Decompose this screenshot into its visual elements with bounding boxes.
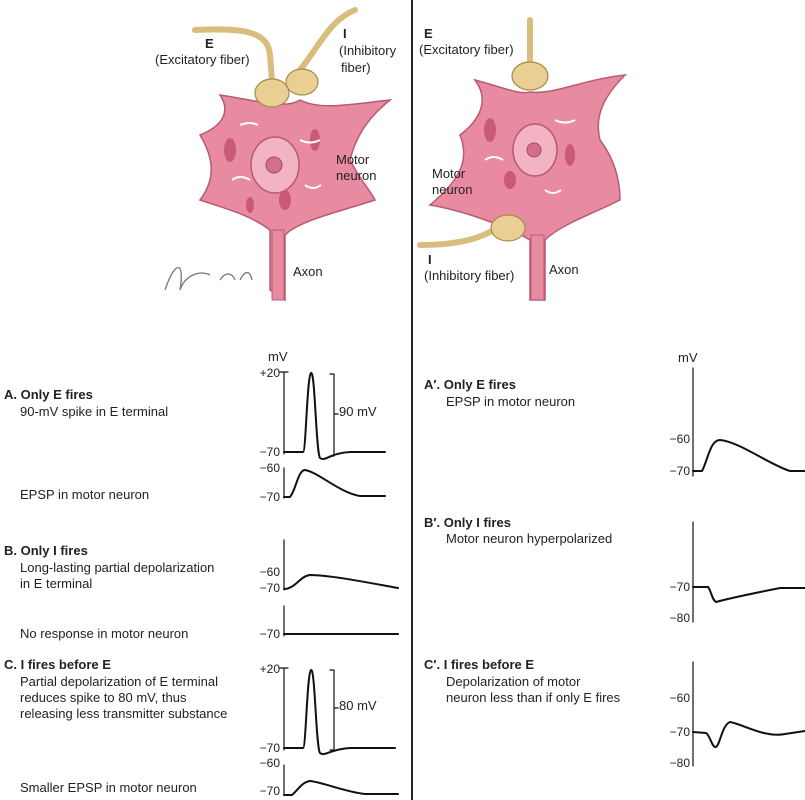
left-motor-label-1: Motor [336,152,370,167]
panel-a-spike-trace [283,371,386,460]
left-organelle [310,129,320,151]
panel-c-prime-tick-m70: −70 [669,725,690,739]
panel-c-prime-line2: neuron less than if only E fires [446,690,621,705]
panel-c-spike-label: 80 mV [339,698,377,713]
panel-a-prime-title: A′. Only E fires [424,377,516,392]
panel-b-tick-m60: −60 [259,565,280,579]
left-axon [271,229,285,301]
panel-c-line4: Smaller EPSP in motor neuron [20,780,197,795]
panel-a-tick-m60: −60 [259,461,280,475]
panel-c-spike-bracket [329,669,339,751]
left-inhibitory-fiber [297,7,358,73]
left-e-letter: E [205,36,214,51]
right-inhibitory-fiber [417,222,503,248]
panel-c-prime-line1: Depolarization of motor [446,674,581,689]
panel-a-prime-tick-m70: −70 [669,464,690,478]
right-cell-body [428,74,628,301]
panel-b-prime-hyper-trace [692,586,805,603]
left-er [231,122,322,189]
panel-b-prime-tick-m80: −80 [669,611,690,625]
panel-b-line2: in E terminal [20,576,93,591]
left-e-label: (Excitatory fiber) [155,52,250,67]
panel-b-tick-m70: −70 [259,581,280,595]
voltage-traces [279,367,805,796]
panel-a-prime-epsp-trace [692,439,805,472]
panel-b-terminal-trace [283,574,399,590]
right-axon-label: Axon [549,262,579,277]
right-inhibitory-terminal [490,214,526,242]
left-signature [164,267,253,291]
left-nucleolus [265,156,283,174]
right-organelle [565,144,575,166]
left-axon-label: Axon [293,264,323,279]
panel-b-line3: No response in motor neuron [20,626,189,641]
left-excitatory-fiber [192,26,275,83]
panel-c-tick-m70-top: −70 [259,741,280,755]
right-motor-label-2: neuron [432,182,473,197]
right-organelle [484,118,496,142]
left-i-label-2: fiber) [341,60,371,75]
right-er [484,119,576,194]
panel-c-terminal-axis [279,667,289,751]
left-inhibitory-terminal [285,68,319,96]
panel-c-line2: reduces spike to 80 mV, thus [20,690,187,705]
panel-c-epsp-trace [283,780,399,796]
right-nucleolus [526,142,542,158]
panel-c-prime-title: C′. I fires before E [424,657,535,672]
panel-a-prime-line1: EPSP in motor neuron [446,394,576,409]
panel-a-line1: 90-mV spike in E terminal [20,404,169,419]
panel-a-epsp-trace [283,469,386,498]
panel-c-prime-tick-m80: −80 [669,756,690,770]
panel-a-prime-unit: mV [678,350,698,365]
panel-b-title: B. Only I fires [4,543,88,558]
left-organelle [279,190,291,210]
panel-a-prime-tick-m60: −60 [669,432,690,446]
panel-b-prime-tick-m70: −70 [669,580,690,594]
right-e-label: (Excitatory fiber) [419,42,514,57]
panel-b-prime-line1: Motor neuron hyperpolarized [446,531,613,546]
left-neuron-illustration [164,7,393,302]
right-i-letter: I [428,252,432,267]
panel-a-terminal-axis [279,371,289,455]
panel-c-prime-trace [692,721,805,748]
panel-c-spike-trace [283,668,396,756]
panel-a-line2: EPSP in motor neuron [20,487,150,502]
panel-b-tick-m70-motor: −70 [259,627,280,641]
panel-a-unit: mV [268,349,288,364]
panel-a-title: A. Only E fires [4,387,93,402]
left-organelle [224,138,236,162]
panel-a-spike-bracket [329,373,339,457]
panel-a-tick-m70-top: −70 [259,445,280,459]
panel-c-tick-plus20: +20 [259,662,280,676]
panel-a-tick-m70-bottom: −70 [259,490,280,504]
right-i-label: (Inhibitory fiber) [424,268,515,283]
left-motor-label-2: neuron [336,168,377,183]
right-axon [530,234,545,301]
panel-b-line1: Long-lasting partial depolarization [20,560,215,575]
right-excitatory-terminal [511,61,549,91]
panel-a-tick-plus20: +20 [259,366,280,380]
right-motor-label-1: Motor [432,166,466,181]
left-organelle [246,197,254,213]
left-i-letter: I [343,26,347,41]
left-cell-body [198,94,393,302]
right-organelle [504,171,516,189]
right-neuron-illustration [417,17,628,301]
left-excitatory-terminal [254,78,290,108]
panel-c-prime-tick-m60: −60 [669,691,690,705]
panel-c-tick-m70-bottom: −70 [259,784,280,798]
right-e-letter: E [424,26,433,41]
panel-b-prime-title: B′. Only I fires [424,515,511,530]
panel-a-spike-label: 90 mV [339,404,377,419]
panel-c-title: C. I fires before E [4,657,111,672]
left-i-label-1: (Inhibitory [339,43,397,58]
panel-c-line1: Partial depolarization of E terminal [20,674,218,689]
panel-c-line3: releasing less transmitter substance [20,706,228,721]
panel-c-tick-m60: −60 [259,756,280,770]
